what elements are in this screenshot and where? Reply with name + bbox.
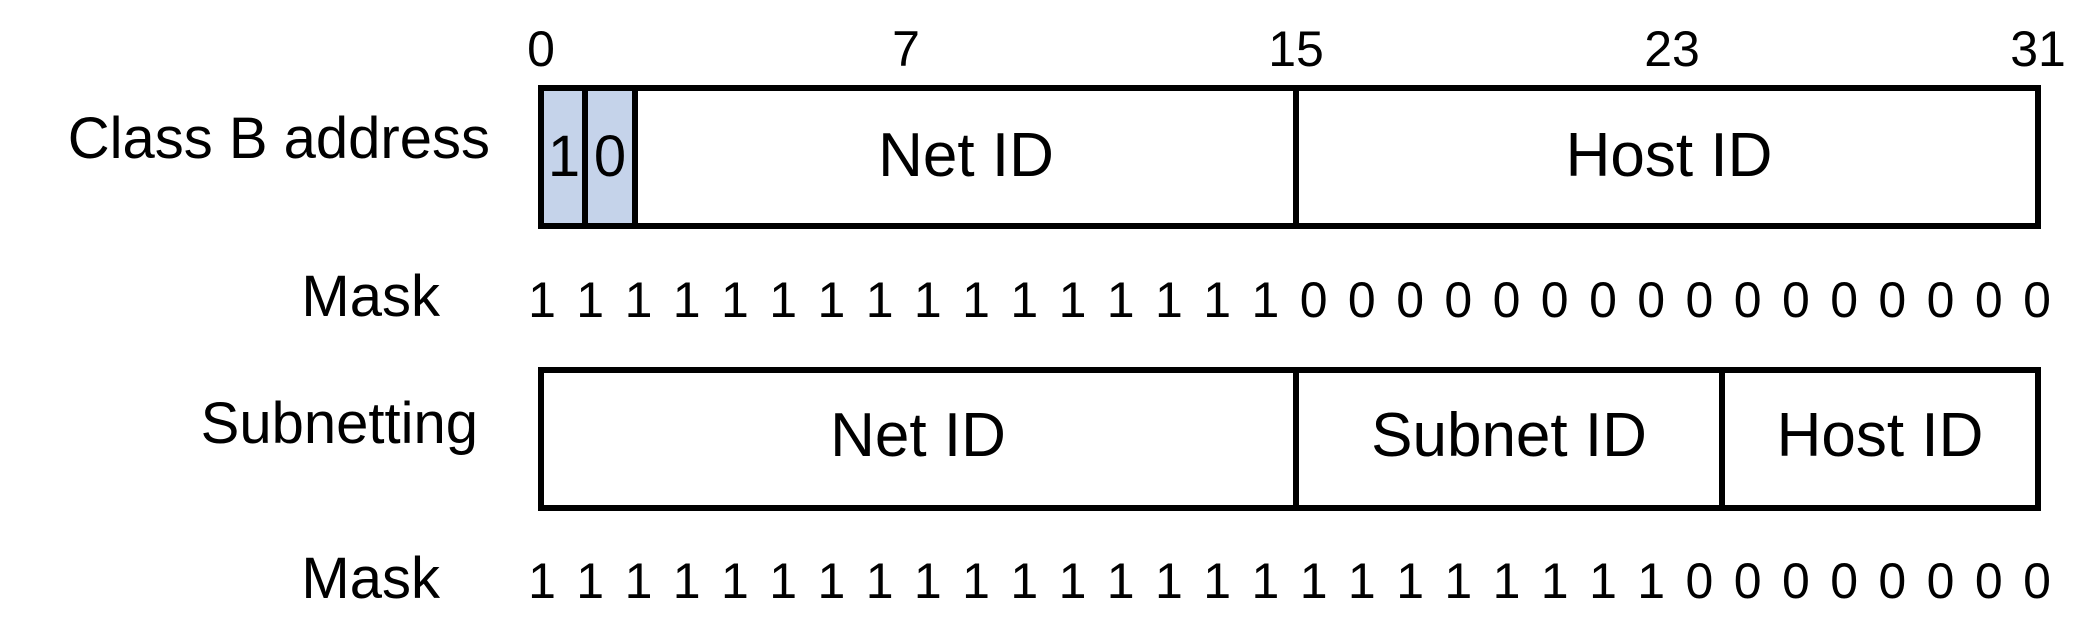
class-b-mask-bit-27: 0 (1830, 272, 1858, 328)
class-b-mask-bit-15: 1 (1251, 272, 1279, 328)
class-b-mask-bit-6: 1 (817, 272, 845, 328)
subnetting-mask-bit-9: 1 (962, 553, 990, 609)
class-b-host-id: Host ID (1566, 121, 1773, 190)
subnetting-mask-bit-30: 0 (1975, 553, 2003, 609)
subnetting-mask-bit-23: 1 (1637, 553, 1665, 609)
bit-position-15: 15 (1268, 21, 1324, 77)
class-b-mask-bit-11: 1 (1059, 272, 1087, 328)
subnetting-mask-bit-26: 0 (1782, 553, 1810, 609)
class-b-flag-bit-2 (582, 85, 638, 229)
bit-position-0: 0 (527, 21, 555, 77)
class-b-mask-bit-3: 1 (673, 272, 701, 328)
class-b-mask-bit-22: 0 (1589, 272, 1617, 328)
subnetting-mask-bit-4: 1 (721, 553, 749, 609)
subnetting-mask-bit-2: 1 (625, 553, 653, 609)
subnetting-mask-bit-20: 1 (1493, 553, 1521, 609)
subnetting-mask-bit-24: 0 (1685, 553, 1713, 609)
class-b-mask-bit-16: 0 (1300, 272, 1328, 328)
mask-label-class-b: Mask (301, 264, 441, 329)
class-b-mask-bit-18: 0 (1396, 272, 1424, 328)
subnetting-mask-bit-28: 0 (1878, 553, 1906, 609)
subnetting-host-id: Host ID (1777, 401, 1984, 470)
class-b-mask-bit-5: 1 (769, 272, 797, 328)
class-b-mask-bit-26: 0 (1782, 272, 1810, 328)
class-b-mask-bit-24: 0 (1685, 272, 1713, 328)
class-b-mask-bit-8: 1 (914, 272, 942, 328)
class-b-mask-bit-21: 0 (1541, 272, 1569, 328)
class-b-address-label: Class B address (68, 106, 490, 171)
class-b-mask-bit-1: 1 (576, 272, 604, 328)
bit-position-31: 31 (2010, 21, 2066, 77)
subnetting-net-id: Net ID (830, 401, 1006, 470)
class-b-mask-bit-29: 0 (1927, 272, 1955, 328)
subnetting-mask-bit-16: 1 (1300, 553, 1328, 609)
subnetting-mask-bit-12: 1 (1107, 553, 1135, 609)
subnetting-mask-bit-18: 1 (1396, 553, 1424, 609)
subnetting-box-outline (538, 367, 2041, 511)
bit-position-7: 7 (892, 21, 920, 77)
subnetting-mask-bit-8: 1 (914, 553, 942, 609)
subnetting-mask-bit-14: 1 (1203, 553, 1231, 609)
class-b-flag-value-2: 0 (594, 124, 626, 189)
class-b-flag-value-1: 1 (548, 124, 580, 189)
subnetting-mask-bit-1: 1 (576, 553, 604, 609)
class-b-mask-bit-0: 1 (528, 272, 556, 328)
subnetting-mask-bit-29: 0 (1927, 553, 1955, 609)
subnetting-mask-bit-21: 1 (1541, 553, 1569, 609)
class-b-mask-bit-20: 0 (1493, 272, 1521, 328)
subnetting-mask-bit-6: 1 (817, 553, 845, 609)
class-b-mask-bit-31: 0 (2023, 272, 2051, 328)
subnetting-subnet-id: Subnet ID (1371, 401, 1647, 470)
subnetting-label: Subnetting (201, 391, 478, 456)
subnetting-mask-bit-11: 1 (1059, 553, 1087, 609)
subnetting-mask-bit-19: 1 (1444, 553, 1472, 609)
class-b-mask-bit-10: 1 (1010, 272, 1038, 328)
subnetting-box: Net ID Subnet ID Host ID (538, 367, 2041, 511)
class-b-mask-bit-4: 1 (721, 272, 749, 328)
class-b-mask-bit-14: 1 (1203, 272, 1231, 328)
subnetting-mask-bit-17: 1 (1348, 553, 1376, 609)
class-b-mask-bit-12: 1 (1107, 272, 1135, 328)
subnetting-mask-bit-27: 0 (1830, 553, 1858, 609)
subnetting-mask-bit-5: 1 (769, 553, 797, 609)
subnetting-mask-bit-25: 0 (1734, 553, 1762, 609)
class-b-mask-bit-23: 0 (1637, 272, 1665, 328)
class-b-mask-bit-17: 0 (1348, 272, 1376, 328)
subnetting-mask-bit-22: 1 (1589, 553, 1617, 609)
class-b-mask-bit-13: 1 (1155, 272, 1183, 328)
subnetting-mask-bit-15: 1 (1251, 553, 1279, 609)
subnetting-mask-bit-7: 1 (866, 553, 894, 609)
class-b-address-box: 1 0 Net ID Host ID (538, 85, 2041, 229)
subnetting-mask-bit-13: 1 (1155, 553, 1183, 609)
class-b-mask-bit-2: 1 (625, 272, 653, 328)
class-b-mask-bit-25: 0 (1734, 272, 1762, 328)
class-b-mask-bit-28: 0 (1878, 272, 1906, 328)
subnetting-mask-bit-31: 0 (2023, 553, 2051, 609)
bit-position-header: 0 7 15 23 31 (527, 21, 2066, 77)
subnetting-mask-bit-3: 1 (673, 553, 701, 609)
subnetting-mask-bit-10: 1 (1010, 553, 1038, 609)
class-b-mask-bit-19: 0 (1444, 272, 1472, 328)
bit-position-23: 23 (1644, 21, 1700, 77)
class-b-mask-bit-30: 0 (1975, 272, 2003, 328)
mask-label-subnetting: Mask (301, 546, 441, 611)
class-b-mask-bit-9: 1 (962, 272, 990, 328)
class-b-flag-bit-1 (538, 85, 588, 229)
class-b-net-id: Net ID (878, 121, 1054, 190)
class-b-box-outline (538, 85, 2041, 229)
class-b-mask-bit-7: 1 (866, 272, 894, 328)
subnetting-mask-bit-0: 1 (528, 553, 556, 609)
